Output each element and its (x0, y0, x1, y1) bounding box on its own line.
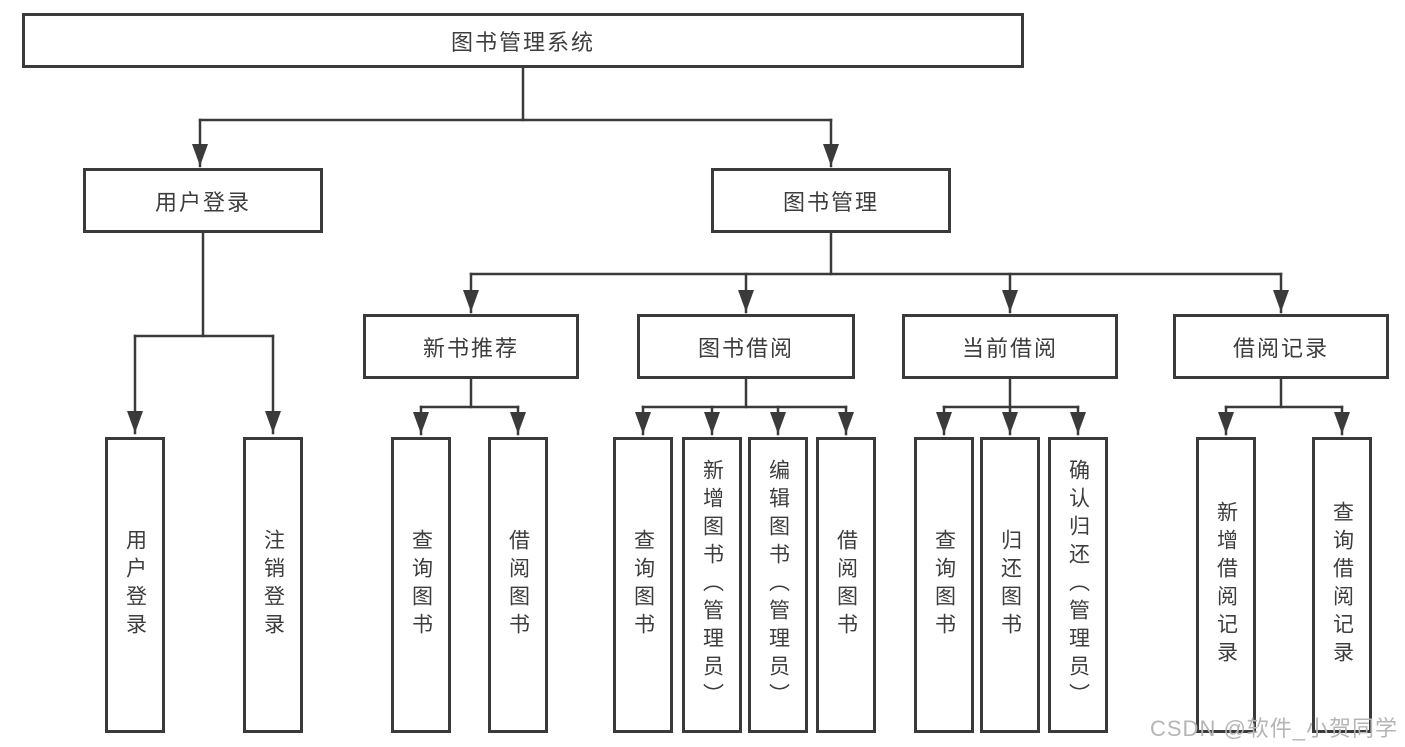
leaf-confirm-return-admin: 确认归还（管理员） (1048, 437, 1108, 733)
leaf-label: 查询图书 (932, 529, 956, 641)
leaf-label: 归还图书 (998, 529, 1022, 641)
node-root-system: 图书管理系统 (22, 13, 1024, 68)
node-user-login-branch: 用户登录 (83, 168, 323, 233)
leaf-label: 查询借阅记录 (1330, 501, 1354, 669)
leaf-label: 借阅图书 (506, 529, 530, 641)
leaf-label: 用户登录 (123, 529, 147, 641)
node-current-borrow: 当前借阅 (902, 314, 1118, 379)
node-book-management-branch: 图书管理 (711, 168, 951, 233)
leaf-label: 借阅图书 (834, 529, 858, 641)
leaf-borrow-books-nb: 借阅图书 (488, 437, 548, 733)
leaf-label: 编辑图书（管理员） (766, 459, 790, 711)
leaf-label: 确认归还（管理员） (1066, 459, 1090, 711)
leaf-query-books-nb: 查询图书 (391, 437, 451, 733)
leaf-logout: 注销登录 (243, 437, 303, 733)
csdn-watermark: CSDN @软件_小贺同学 (1150, 716, 1399, 741)
leaf-label: 新增图书（管理员） (700, 459, 724, 711)
leaf-query-books-cb: 查询图书 (914, 437, 974, 733)
leaf-return-books: 归还图书 (980, 437, 1040, 733)
leaf-add-borrow-record: 新增借阅记录 (1196, 437, 1256, 733)
leaf-label: 注销登录 (261, 529, 285, 641)
node-borrow-records: 借阅记录 (1173, 314, 1389, 379)
leaf-label: 查询图书 (631, 529, 655, 641)
leaf-label: 查询图书 (409, 529, 433, 641)
leaf-edit-books-admin: 编辑图书（管理员） (748, 437, 808, 733)
leaf-borrow-books-bb: 借阅图书 (816, 437, 876, 733)
leaf-add-books-admin: 新增图书（管理员） (682, 437, 742, 733)
leaf-label: 新增借阅记录 (1214, 501, 1238, 669)
leaf-query-books-bb: 查询图书 (613, 437, 673, 733)
node-book-borrow: 图书借阅 (637, 314, 855, 379)
leaf-user-login: 用户登录 (105, 437, 165, 733)
node-new-book-recommend: 新书推荐 (363, 314, 579, 379)
leaf-query-borrow-record: 查询借阅记录 (1312, 437, 1372, 733)
